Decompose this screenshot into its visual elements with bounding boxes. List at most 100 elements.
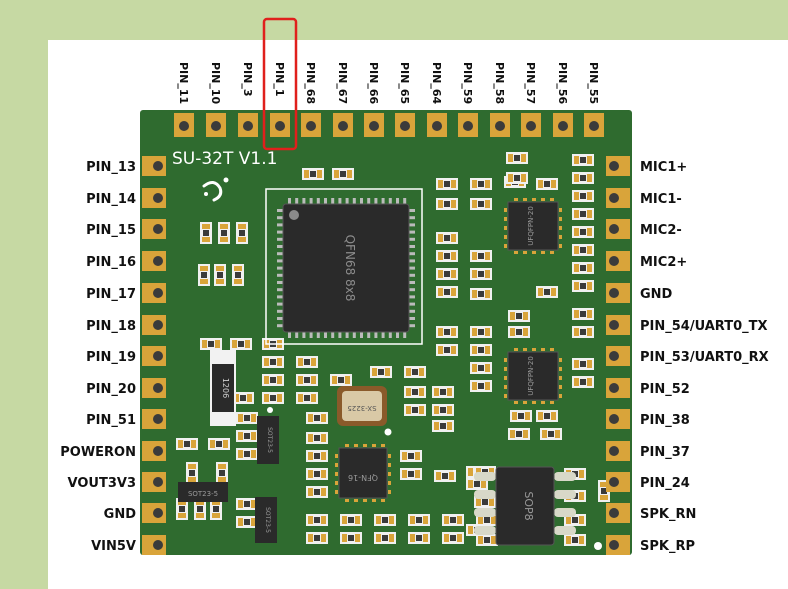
top-pin-pin-3: PIN_3: [238, 62, 258, 137]
smd-pad: [202, 237, 210, 242]
chip-lead: [559, 235, 562, 239]
right-pin-spk-rp: SPK_RP: [606, 535, 695, 555]
pin-hole: [211, 121, 221, 131]
chip-lead: [372, 444, 376, 447]
smd-pad: [238, 500, 243, 508]
smd-pad: [298, 394, 303, 402]
smd-pad: [538, 180, 543, 188]
chip-lead: [532, 198, 536, 201]
smd-component: [436, 268, 458, 280]
smd-component: [176, 498, 188, 520]
left-pin-gnd: GND: [104, 503, 166, 523]
smd-body: [444, 201, 450, 207]
smd-component: [436, 250, 458, 262]
marker-dot: [267, 407, 273, 413]
smd-body: [444, 253, 450, 259]
smd-pad: [200, 266, 208, 271]
right-pin-label: MIC2-: [640, 223, 682, 238]
chip-lead: [514, 401, 518, 404]
smd-component: [194, 498, 206, 520]
smd-body: [580, 283, 586, 289]
smd-pad: [508, 174, 513, 182]
smd-component: [436, 178, 458, 190]
left-pin-label: VIN5V: [91, 539, 136, 554]
smd-pad: [587, 360, 592, 368]
smd-body: [478, 329, 484, 335]
right-pin-label: PIN_54/UART0_TX: [640, 319, 768, 334]
smd-component: [374, 532, 396, 544]
chip-lead: [277, 288, 283, 292]
smd-body: [314, 453, 320, 459]
smd-pad: [574, 328, 579, 336]
top-pin-label: PIN_55: [587, 62, 600, 104]
smd-pad: [389, 534, 394, 542]
smd-pad: [478, 516, 483, 524]
pin-hole: [609, 320, 619, 330]
smd-pad: [512, 412, 517, 420]
smd-pad: [451, 252, 456, 260]
smd-pad: [389, 516, 394, 524]
top-pin-pin-57: PIN_57: [521, 62, 541, 137]
smd-pad: [415, 452, 420, 460]
pin-hole: [609, 351, 619, 361]
smd-body: [239, 230, 245, 236]
smd-pad: [298, 358, 303, 366]
sot23-bottom-chip: [255, 497, 277, 543]
smd-pad: [574, 360, 579, 368]
pin-hole: [275, 121, 285, 131]
smd-pad: [438, 234, 443, 242]
smd-pad: [485, 382, 490, 390]
smd-pad: [178, 440, 183, 448]
smd-component: [470, 380, 492, 392]
chip-lead: [559, 358, 562, 362]
pin-hole: [153, 446, 163, 456]
chip-lead: [504, 226, 507, 230]
smd-pad: [216, 266, 224, 271]
ufqfpn20-top-label: UFQFPN-20: [527, 206, 535, 246]
smd-pad: [402, 452, 407, 460]
smd-component: [232, 264, 244, 286]
chip-lead: [523, 348, 527, 351]
left-pin-pin-51: PIN_51: [86, 409, 166, 429]
right-pin-spk-rn: SPK_RN: [606, 503, 696, 523]
smd-component: [470, 326, 492, 338]
smd-pad: [451, 288, 456, 296]
smd-body: [314, 471, 320, 477]
smd-pad: [574, 246, 579, 254]
top-pin-pin-67: PIN_67: [333, 62, 353, 137]
smd-body: [416, 517, 422, 523]
smd-component: [296, 374, 318, 386]
smd-component: [434, 470, 456, 482]
smd-pad: [178, 513, 186, 518]
smd-pad: [468, 468, 473, 476]
chip-lead: [409, 252, 415, 256]
pin-hole: [609, 256, 619, 266]
right-pin-pin-54-uart0-tx: PIN_54/UART0_TX: [606, 315, 768, 335]
pin-hole: [609, 193, 619, 203]
smd-pad: [419, 406, 424, 414]
smd-pad: [574, 156, 579, 164]
smd-pad: [485, 200, 490, 208]
smd-pad: [521, 174, 526, 182]
chip-lead: [409, 209, 415, 212]
smd-pad: [308, 488, 313, 496]
chip-lead: [474, 472, 496, 481]
smd-pad: [188, 477, 196, 482]
smd-component: [230, 338, 252, 350]
right-pin-mic2-: MIC2-: [606, 219, 682, 239]
smd-body: [444, 235, 450, 241]
chip-lead: [335, 472, 338, 476]
smd-component: [408, 532, 430, 544]
chip-lead: [403, 332, 407, 338]
smd-component: [436, 198, 458, 210]
smd-component: [306, 412, 328, 424]
chip-lead: [409, 302, 415, 306]
left-pin-label: PIN_15: [86, 223, 136, 238]
chip-lead: [514, 198, 518, 201]
pin-hole: [153, 383, 163, 393]
smd-body: [184, 441, 190, 447]
pin-hole: [558, 121, 568, 131]
inductor-body: [212, 364, 234, 412]
smd-pad: [415, 470, 420, 478]
pin-hole: [153, 193, 163, 203]
